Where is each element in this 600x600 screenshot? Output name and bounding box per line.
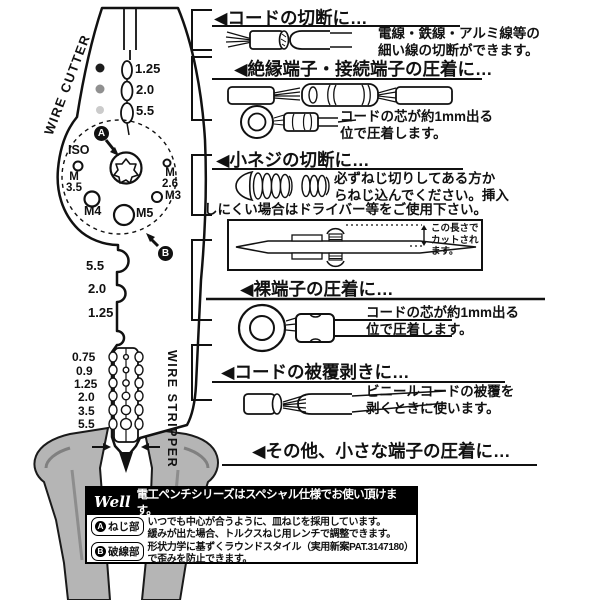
caption-line: 必ずねじ切りしてある方か xyxy=(334,171,496,186)
wire-stripper-label: WIRE STRIPPER xyxy=(165,350,179,469)
caption-line: らねじ込んでください。挿入 xyxy=(334,187,509,203)
marker-b-badge: B xyxy=(158,246,173,261)
note-line: この長さで xyxy=(431,223,479,234)
dashed-plate-circle xyxy=(61,119,177,235)
banner-text: 電工ペンチシリーズはスペシャル仕様でお使い頂けます。 xyxy=(136,488,398,517)
caption-cord-stripping: ビニールコードの被覆を 剥くときに使います。 xyxy=(366,384,514,417)
dot-20 xyxy=(95,84,105,94)
note-line: カットされ xyxy=(431,234,479,246)
hole-label-m5: M5 xyxy=(136,206,154,220)
info-line: 緩みが出た場合、トルクスねじ用レンチで調整できます。 xyxy=(147,528,397,540)
caption-line: 電線・鉄線・アルミ線等の xyxy=(378,26,540,41)
heading-insulated-terminal: ◀絶縁端子・接続端子の圧着に… xyxy=(234,59,493,79)
badge-hasen: B 破線部 xyxy=(91,542,144,561)
info-box: Well 電工ペンチシリーズはスペシャル仕様でお使い頂けます。 A ねじ部 いつ… xyxy=(85,486,418,565)
note-line: ます。 xyxy=(431,246,459,257)
marker-a-badge: A xyxy=(94,126,109,141)
badge-neji: A ねじ部 xyxy=(91,517,144,536)
caption-line: ビニールコードの被覆を xyxy=(366,384,515,399)
section-brackets xyxy=(191,9,545,466)
caption-line: コードの芯が約1mm出る xyxy=(340,109,494,124)
caption-bare-terminal: コードの芯が約1mm出る 位で圧着します。 xyxy=(366,305,519,338)
stripper-size-35: 3.5 xyxy=(78,404,95,418)
crimp-size-55: 5.5 xyxy=(86,258,105,273)
hole-label-m3: M3 xyxy=(165,190,181,202)
crimp-size-125: 1.25 xyxy=(88,305,114,320)
heading-other-terminals: ◀その他、小さな端子の圧着に… xyxy=(252,441,511,461)
caption-screw-cutting-line3: しにくい場合はドライバー等をご使用下さい。 xyxy=(204,202,487,217)
stripper-size-09: 0.9 xyxy=(76,364,93,378)
crimp-size-20: 2.0 xyxy=(88,281,107,296)
heading-screw-cutting: ◀小ネジの切断に… xyxy=(216,150,370,170)
cut-length-box xyxy=(227,219,483,271)
insulated-terminal-illustration xyxy=(227,83,453,139)
cutter-size-55: 5.5 xyxy=(136,103,155,118)
bare-terminal-illustration xyxy=(237,303,452,353)
cut-length-note: この長さで カットされ ます。 xyxy=(431,223,479,258)
caption-screw-cutting: 必ずねじ切りしてある方か らねじ込んでください。挿入 xyxy=(334,171,509,204)
badge-label-neji: ねじ部 xyxy=(108,521,140,533)
badge-letter-b: B xyxy=(95,546,106,557)
caption-line: コードの芯が約1mm出る xyxy=(366,305,520,320)
dot-125 xyxy=(95,63,105,73)
cutter-size-20: 2.0 xyxy=(136,82,155,97)
info-box-banner: Well 電工ペンチシリーズはスペシャル仕様でお使い頂けます。 xyxy=(87,488,416,517)
torx-star-hole xyxy=(113,158,139,184)
m35-line2: 3.5 xyxy=(66,182,82,194)
heading-cord-stripping: ◀コードの被覆剥きに… xyxy=(221,362,410,382)
hole-label-m26: M 2.6 xyxy=(158,167,182,190)
tip-arrows xyxy=(92,443,160,451)
stripper-size-125: 1.25 xyxy=(74,377,98,391)
badge-label-hasen: 破線部 xyxy=(108,546,140,558)
well-logo: Well xyxy=(94,492,131,511)
strip-cord-illustration xyxy=(243,390,447,415)
caption-insulated-terminal: コードの芯が約1mm出る 位で圧着します。 xyxy=(340,109,493,142)
screw-cutting-illustration xyxy=(235,170,330,202)
caption-line: 位で圧着します。 xyxy=(366,321,473,337)
dot-55 xyxy=(96,106,104,114)
info-row-dashed: B 破線部 形状力学に基ずくラウンドスタイル（実用新案PAT.3147180） … xyxy=(87,540,416,565)
caption-line: 細い線の切断ができます。 xyxy=(378,42,539,58)
cutter-size-125: 1.25 xyxy=(135,61,161,76)
heading-bare-terminal: ◀裸端子の圧着に… xyxy=(240,279,394,299)
stripper-dies xyxy=(108,347,144,443)
info-line: いつでも中心が合うように、皿ねじを採用しています。 xyxy=(147,517,387,528)
stripper-size-55: 5.5 xyxy=(78,417,95,431)
m26-line1: M xyxy=(165,167,175,179)
stripper-size-075: 0.75 xyxy=(72,350,96,364)
badge-letter-a: A xyxy=(95,521,106,532)
jaw-tip xyxy=(119,452,133,473)
info-text-dashed: 形状力学に基ずくラウンドスタイル（実用新案PAT.3147180） で歪みを防止… xyxy=(148,542,414,565)
m26-line2: 2.6 xyxy=(162,178,178,190)
info-row-screw: A ねじ部 いつでも中心が合うように、皿ねじを採用しています。 緩みが出た場合、… xyxy=(87,515,416,540)
cut-cord-illustration xyxy=(225,30,352,50)
info-text-screw: いつでも中心が合うように、皿ねじを採用しています。 緩みが出た場合、トルクスねじ… xyxy=(147,517,397,540)
info-line: 形状力学に基ずくラウンドスタイル（実用新案PAT.3147180） xyxy=(147,542,414,553)
heading-cord-cutting: ◀コードの切断に… xyxy=(214,8,368,28)
caption-line: 剥くときに使います。 xyxy=(366,400,500,416)
info-line: で歪みを防止できます。 xyxy=(147,553,253,565)
pliers-head xyxy=(56,6,208,473)
m35-line1: M xyxy=(69,171,79,183)
hole-label-iso: ISO xyxy=(68,143,90,157)
caption-cord-cutting: 電線・鉄線・アルミ線等の 細い線の切断ができます。 xyxy=(378,26,540,59)
caption-line: 位で圧着します。 xyxy=(340,125,447,141)
stripper-size-20: 2.0 xyxy=(78,390,95,404)
hole-label-m4: M4 xyxy=(84,204,102,218)
hole-label-m35: M 3.5 xyxy=(62,171,86,194)
